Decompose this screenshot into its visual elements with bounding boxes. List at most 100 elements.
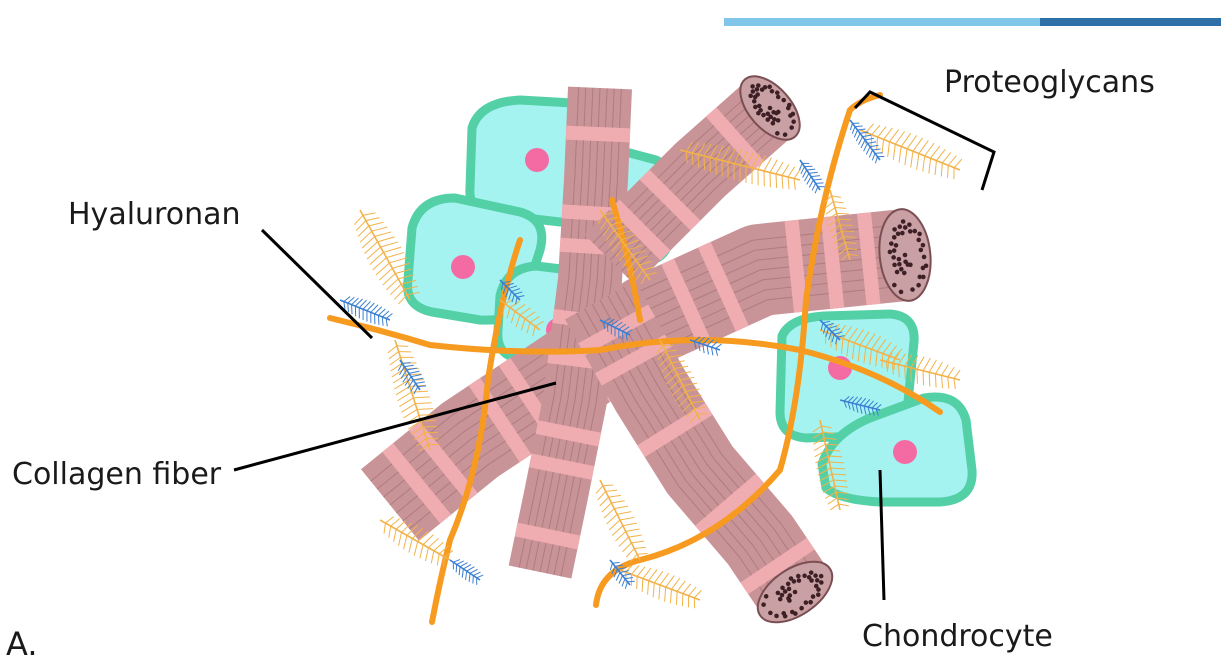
- pg-bristle: [842, 231, 854, 232]
- pg-bristle: [942, 365, 949, 376]
- pg-bristle: [666, 576, 675, 588]
- pg-bristle: [431, 551, 434, 564]
- pg-bristle: [653, 583, 654, 597]
- proteoglycan-bottlebrush-icon: [450, 560, 483, 585]
- pg-bristle: [611, 501, 624, 503]
- pg-bristle: [907, 135, 917, 148]
- pg-bristle: [941, 163, 942, 177]
- pg-bristle: [858, 129, 866, 130]
- pg-bristle: [929, 372, 930, 386]
- pg-bristle: [631, 566, 639, 575]
- pg-bristle: [804, 173, 808, 181]
- pg-bristle: [776, 162, 783, 174]
- pg-bristle: [954, 378, 956, 388]
- pg-bristle: [386, 313, 392, 318]
- pg-bristle: [878, 127, 887, 138]
- pg-bristle: [716, 344, 722, 349]
- pg-bristle: [895, 131, 904, 144]
- pg-bristle: [803, 170, 807, 178]
- pg-bristle: [470, 569, 478, 573]
- pg-bristle: [855, 126, 863, 127]
- pg-bristle: [905, 149, 907, 165]
- pg-bristle: [648, 581, 649, 595]
- pg-bristle: [607, 514, 618, 524]
- pg-bristle: [670, 589, 671, 603]
- pg-bristle: [782, 164, 789, 175]
- pg-bristle: [420, 545, 423, 559]
- pg-bristle: [623, 543, 632, 552]
- pg-bristle: [954, 159, 962, 168]
- pg-bristle: [378, 309, 385, 316]
- pg-bristle: [396, 386, 410, 395]
- pg-bristle: [409, 371, 419, 373]
- pg-bristle: [619, 576, 623, 584]
- pg-bristle: [948, 377, 949, 389]
- pg-bristle: [872, 153, 875, 160]
- pg-bristle: [463, 564, 471, 568]
- pg-bristle: [344, 297, 350, 302]
- pg-bristle: [942, 375, 943, 388]
- pg-bristle: [613, 562, 620, 563]
- pg-bristle: [852, 127, 855, 134]
- cell-nucleus: [451, 255, 475, 279]
- pg-bristle: [626, 549, 634, 557]
- pg-bristle: [893, 144, 895, 160]
- pg-bristle: [469, 573, 470, 582]
- pg-bristle: [423, 535, 433, 545]
- pg-bristle: [875, 157, 877, 164]
- pg-bristle: [677, 581, 685, 592]
- pg-bristle: [864, 143, 868, 151]
- pg-bristle: [676, 591, 677, 604]
- pg-bristle: [389, 258, 406, 263]
- pg-bristle: [404, 535, 407, 549]
- pg-bristle: [917, 357, 924, 370]
- pg-bristle: [466, 571, 467, 580]
- pg-bristle: [788, 177, 789, 189]
- fiber-band: [566, 126, 631, 143]
- pg-bristle: [459, 567, 460, 576]
- proteoglycans-label: Proteoglycans: [944, 68, 1155, 98]
- pg-bristle: [381, 242, 398, 247]
- pg-bristle: [923, 358, 930, 371]
- pg-bristle: [602, 503, 612, 512]
- pg-bristle: [397, 346, 408, 347]
- proteoglycan-bracket: [855, 92, 994, 190]
- pg-bristle: [794, 179, 795, 190]
- pg-bristle: [460, 563, 468, 567]
- pg-bristle: [477, 575, 484, 578]
- pg-bristle: [813, 179, 822, 180]
- pg-bristle: [417, 409, 433, 410]
- pg-bristle: [815, 187, 818, 194]
- pg-bristle: [770, 160, 777, 173]
- pg-bristle: [384, 247, 402, 252]
- pg-bristle: [919, 140, 929, 153]
- pg-bristle: [660, 573, 669, 585]
- pg-bristle: [398, 392, 412, 401]
- pg-bristle: [859, 137, 863, 145]
- pg-bristle: [404, 365, 413, 366]
- pg-bristle: [671, 578, 679, 589]
- pg-bristle: [694, 590, 701, 598]
- pg-bristle: [598, 491, 606, 499]
- pg-bristle: [369, 222, 384, 226]
- pg-bristle: [869, 150, 872, 157]
- pg-bristle: [838, 219, 850, 220]
- pg-bristle: [390, 284, 401, 295]
- pg-bristle: [665, 587, 666, 601]
- proteoglycan-bottlebrush-icon: [398, 360, 426, 394]
- pg-bristle: [837, 213, 849, 214]
- pg-bristle: [856, 133, 860, 141]
- pg-bristle: [866, 124, 874, 133]
- pg-bristle: [372, 227, 388, 231]
- pg-bristle: [628, 581, 635, 582]
- pg-bristle: [610, 563, 612, 570]
- pg-bristle: [620, 517, 634, 520]
- pg-bristle: [389, 526, 391, 538]
- cell-nucleus: [893, 440, 917, 464]
- pg-bristle: [414, 542, 417, 556]
- pg-bristle: [421, 421, 436, 422]
- pg-bristle: [399, 398, 413, 407]
- pg-bristle: [352, 305, 353, 315]
- pg-bristle: [884, 128, 893, 139]
- pg-bristle: [935, 374, 936, 388]
